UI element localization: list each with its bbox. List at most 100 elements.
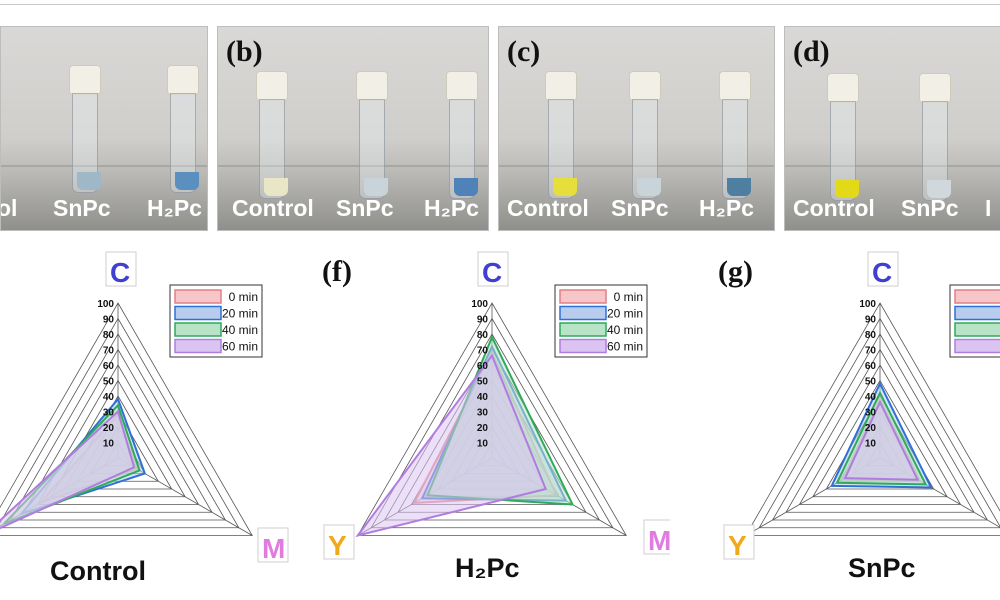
photo-caption: Control [793,195,875,221]
vial-cap [827,73,859,103]
tick-label: 60 [865,361,877,372]
legend-swatch [559,305,607,321]
vial-glass [632,99,661,199]
legend-label: 0 min [614,290,643,304]
axis-label-box [723,524,755,560]
axis-label-C: C [110,257,130,288]
shelf-line [785,165,1000,168]
tick-label: 30 [865,408,877,419]
panel-label: (b) [226,35,263,68]
vial-liquid [727,178,751,196]
vial-liquid [835,180,859,198]
legend-swatch [954,289,1000,304]
tick-label: 100 [859,299,876,310]
photo-caption: SnPc [53,195,111,221]
vial-cap [719,71,751,101]
tick-label: 90 [477,315,489,326]
vial-liquid [454,178,478,196]
grid-ring [23,348,213,513]
tick-label: 70 [865,346,877,357]
vial-liquid [175,172,199,190]
tick-label: 70 [477,346,489,357]
axis-label-box [257,527,289,563]
photo-caption: Control [232,195,314,221]
legend-swatch [559,322,607,337]
grid-ring [370,317,614,529]
tick-label: 10 [477,439,489,450]
shelf-line [1,165,207,168]
shelf-line [218,165,488,168]
grid-ring [812,379,948,498]
series-60-min [843,399,920,481]
tick-label: 80 [865,330,877,341]
axis-label-M: M [262,533,285,564]
axis-label-box [323,524,355,560]
tick-label: 60 [477,361,489,372]
vial-liquid [264,178,288,196]
legend-label: 40 min [607,323,643,337]
vial-glass [449,99,478,199]
grid-ring [745,302,1000,536]
legend-swatch [559,338,607,354]
vial-glass [72,93,101,193]
photo-caption: SnPc [336,195,394,221]
photo-caption: SnPc [901,195,959,221]
chart-title-snpc: SnPc [848,553,916,583]
legend-swatch [954,305,1000,321]
chart-title-h2pc: H₂Pc [455,553,520,583]
axis-label-Y: Y [728,530,747,561]
grid-ring [357,302,627,536]
tick-label: 10 [103,439,115,450]
grid-ring [771,333,989,521]
vial-glass [170,93,199,193]
legend-swatch [174,322,222,337]
axis-label-box [477,251,509,287]
tick-label: 80 [477,330,489,341]
photo-caption: H₂Pc [699,195,754,221]
tick-label: 100 [471,299,488,310]
grid-ring [0,302,253,536]
axis-label-C: C [482,257,502,288]
axis-label-box [867,251,899,287]
panel-label-f: (f) [322,255,352,288]
legend-label: 60 min [607,340,643,354]
legend-label: 0 min [229,290,258,304]
tick-label: 60 [103,361,115,372]
vial-liquid [364,178,388,196]
legend-label: 40 min [222,323,258,337]
grid-ring [758,317,1000,529]
tick-label: 40 [477,392,489,403]
vial-cap [629,71,661,101]
vial-cap [545,71,577,101]
vial-glass [548,99,577,199]
shelf-line [499,165,774,168]
vial-glass [359,99,388,199]
photo-caption: SnPc [611,195,669,221]
grid-ring [785,348,975,513]
legend-swatch [559,289,607,304]
tick-label: 50 [477,377,489,388]
vial-liquid [77,172,101,190]
tick-label: 20 [865,423,877,434]
vial-cap [167,65,199,95]
photo-panel-c: (c) Control SnPc H₂Pc [498,26,775,231]
vial-glass [722,99,751,199]
legend-swatch [174,338,222,354]
legend-swatch [954,338,1000,354]
series-60-min [355,353,548,538]
photo-panel-a: ol SnPc H₂Pc [0,26,208,231]
grid-ring [36,364,200,505]
tick-label: 50 [865,377,877,388]
panel-label-g: (g) [718,255,753,288]
vial-cap [256,71,288,101]
vial-cap [69,65,101,95]
legend-swatch [174,289,222,304]
series-60-min [0,409,136,530]
photo-panel-b: (b) Control SnPc H₂Pc [217,26,489,231]
grid-ring [9,333,227,521]
photo-caption: Control [507,195,589,221]
tick-label: 100 [97,299,114,310]
